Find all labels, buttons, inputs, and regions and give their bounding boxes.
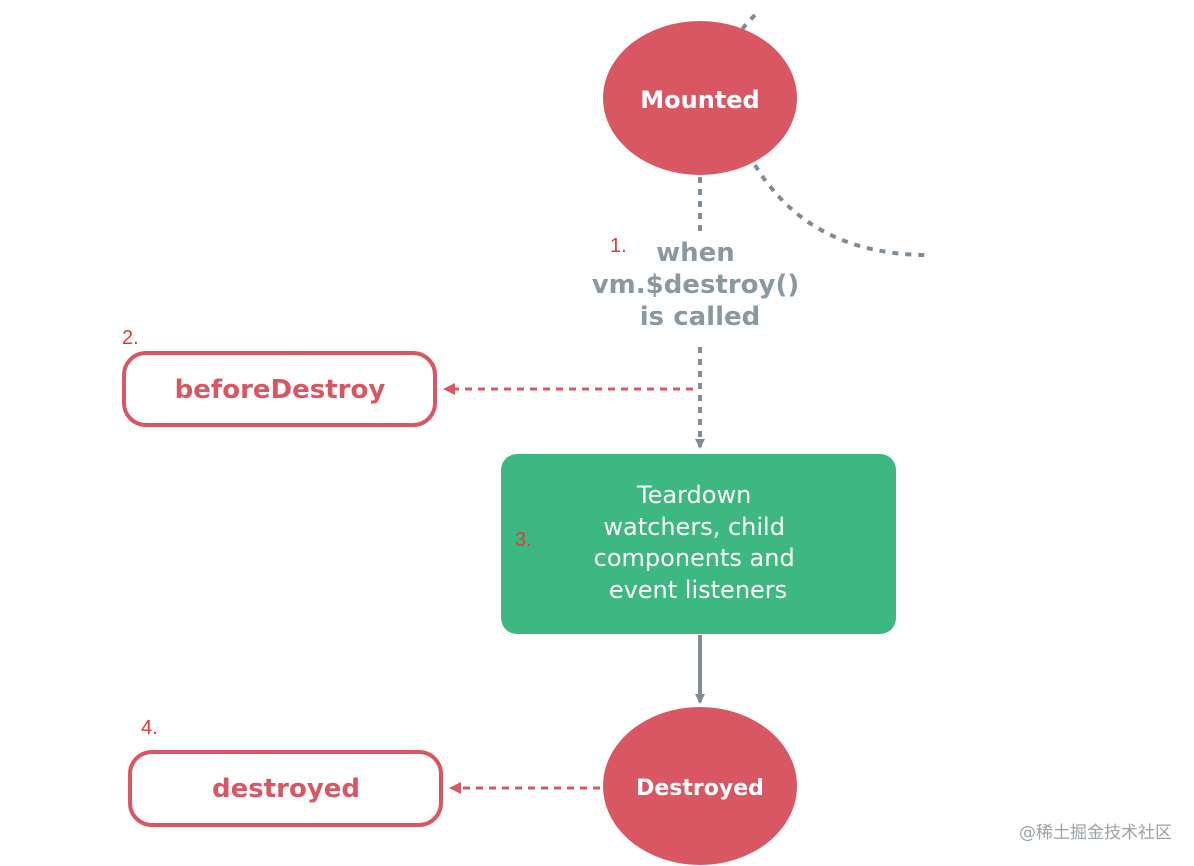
step-2-label: 2. [122, 327, 139, 349]
condition-line-1: when [656, 238, 735, 268]
watermark-text: @稀土掘金技术社区 [1019, 823, 1172, 843]
destroyed-hook-node: destroyed [128, 750, 443, 827]
mounted-node: Mounted [603, 21, 797, 175]
destroyed-state-label: Destroyed [636, 776, 764, 801]
teardown-node: Teardown watchers, child components and … [501, 454, 896, 634]
destroyed-hook-label: destroyed [212, 774, 360, 804]
teardown-label: Teardown watchers, child components and … [594, 481, 803, 604]
mounted-label: Mounted [640, 86, 759, 114]
before-destroy-label: beforeDestroy [175, 375, 386, 405]
condition-line-2: vm.$destroy() [592, 270, 800, 300]
before-destroy-hook-node: beforeDestroy [122, 351, 437, 427]
teardown-line-2: watchers, child [603, 513, 785, 541]
teardown-line-1: Teardown [636, 481, 751, 509]
mounted-loop-dashed-arc [753, 163, 929, 257]
destroyed-state-node: Destroyed [603, 707, 797, 865]
teardown-line-3: components and [594, 544, 795, 572]
teardown-line-4: event listeners [609, 576, 787, 604]
incoming-dashed-arc [738, 13, 757, 34]
step-3-label: 3. [515, 529, 532, 551]
step-1-label: 1. [610, 235, 627, 257]
condition-line-3: is called [640, 302, 760, 332]
step-4-label: 4. [141, 717, 158, 739]
condition-label: when vm.$destroy() is called [592, 238, 809, 332]
